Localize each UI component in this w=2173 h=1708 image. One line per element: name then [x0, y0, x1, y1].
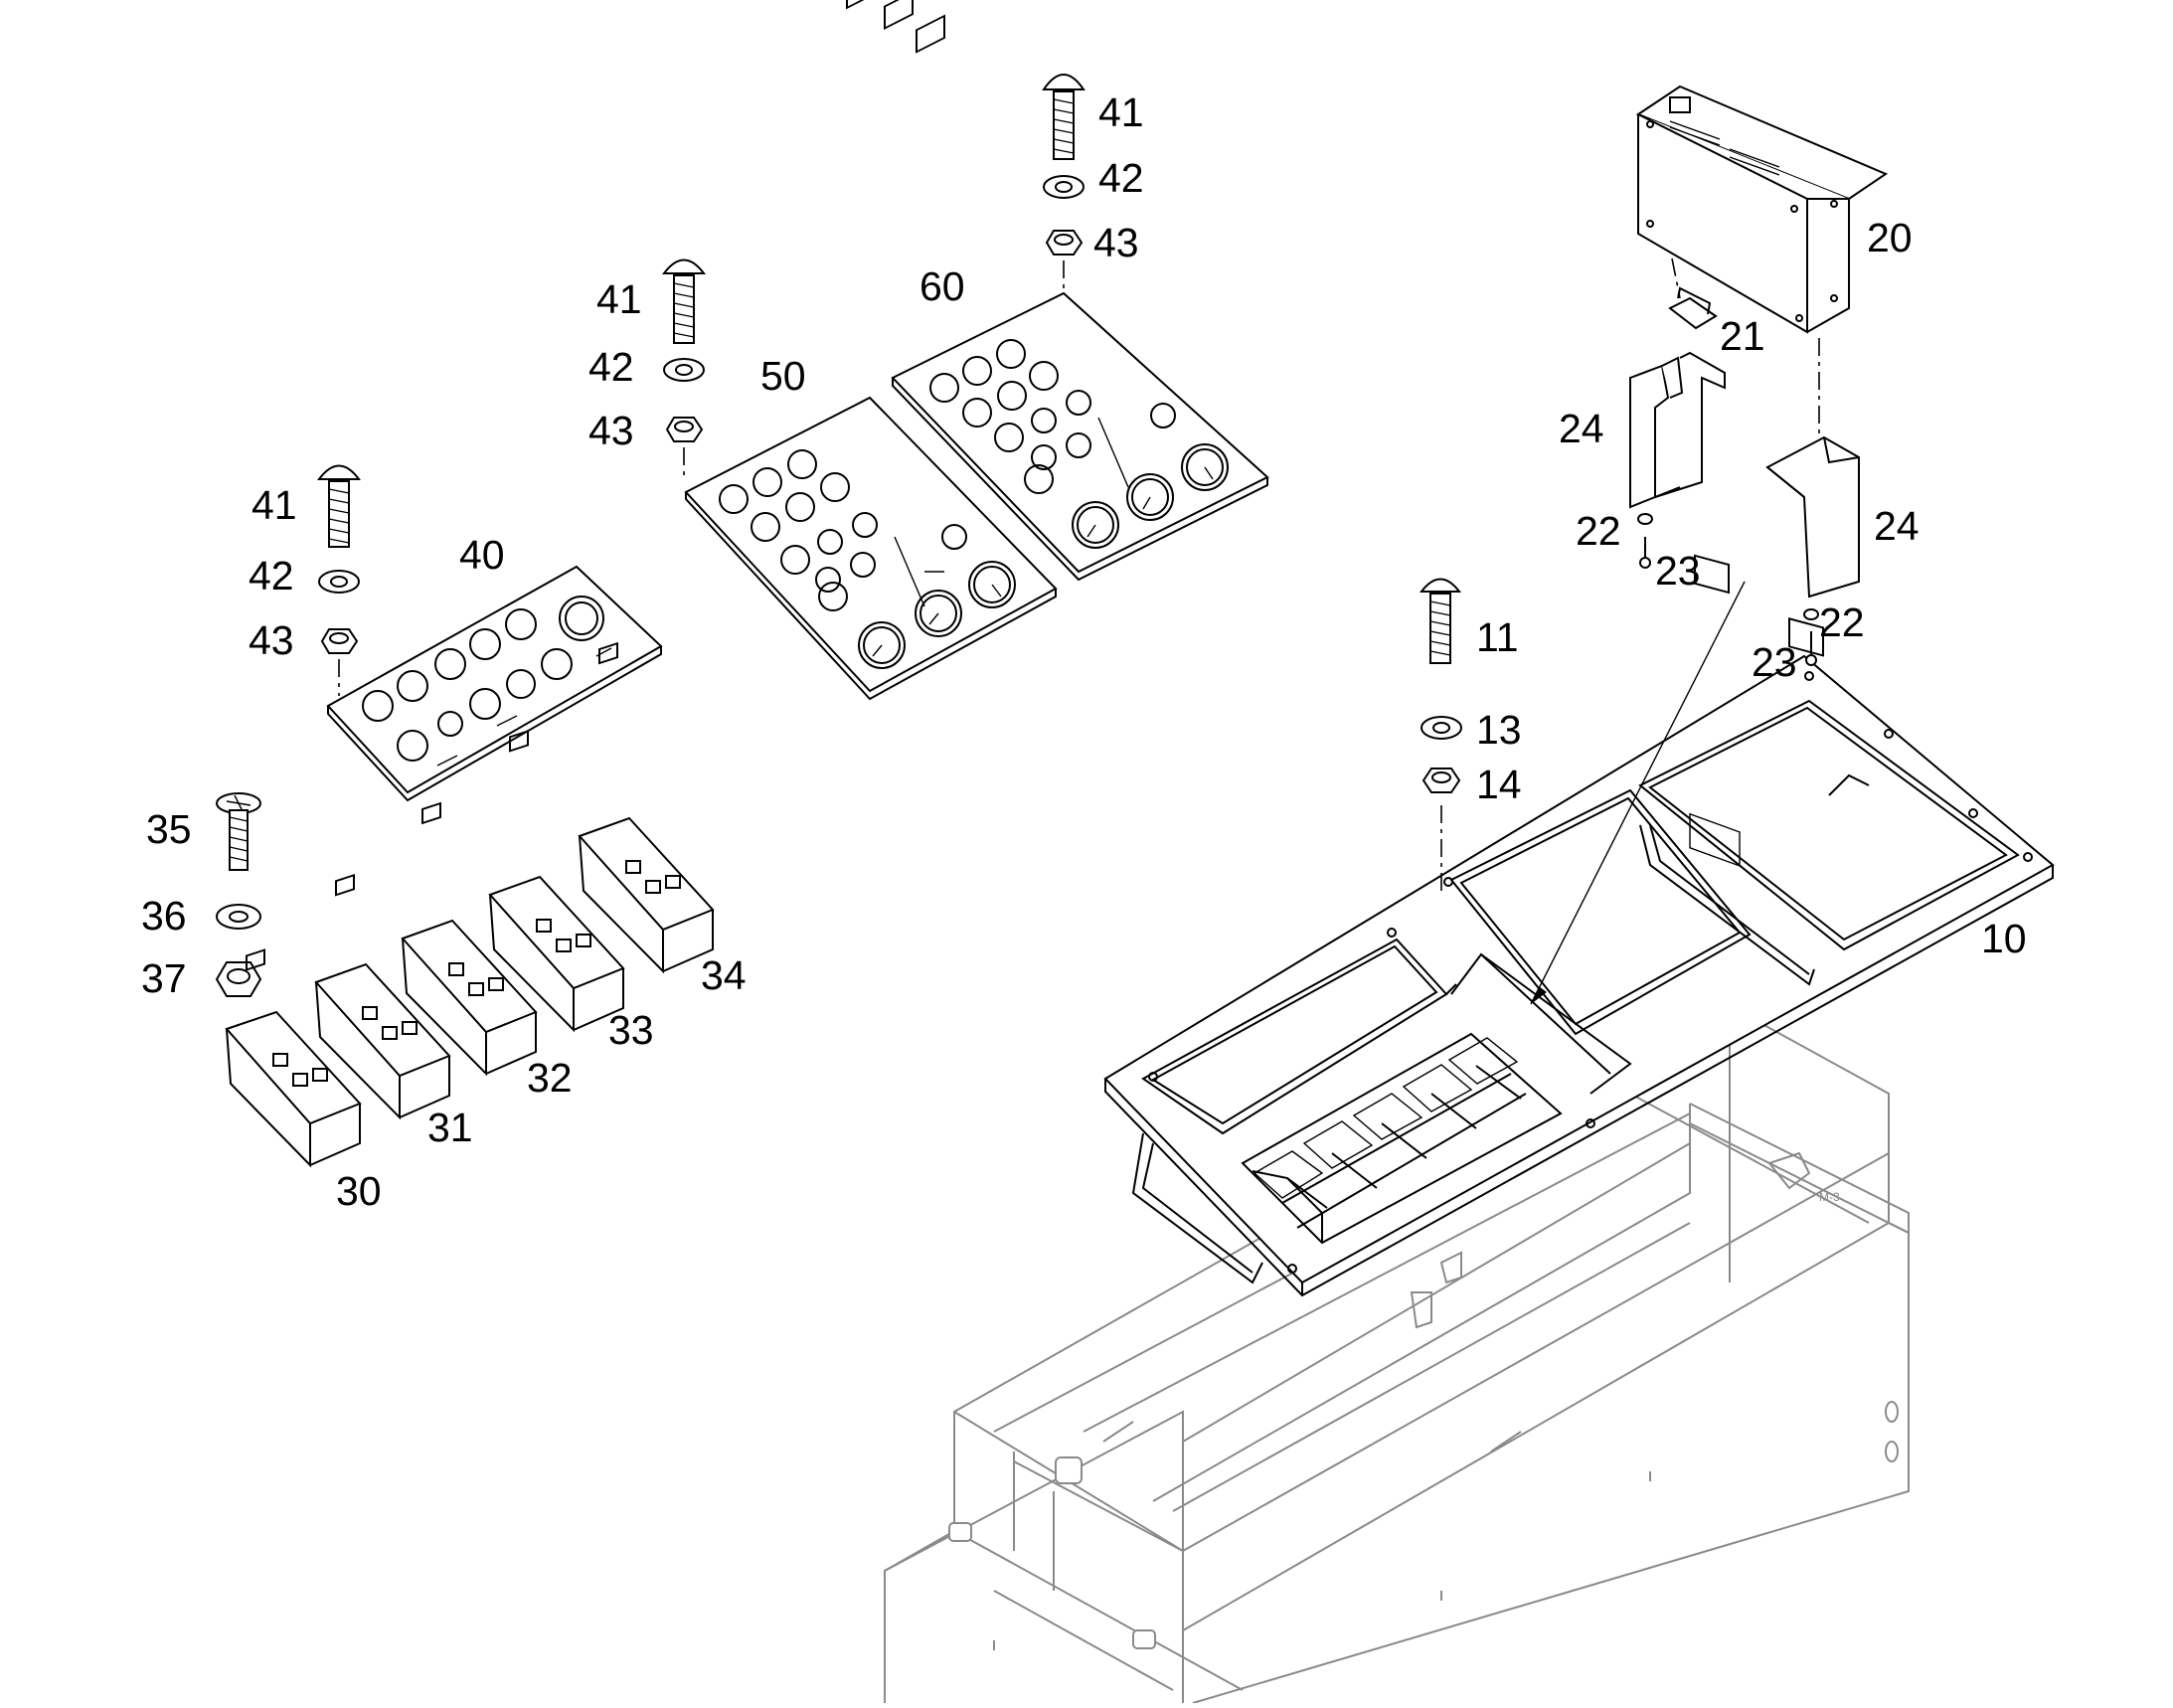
panel-60: [891, 291, 1269, 582]
callout-43-top: 43: [1093, 220, 1139, 265]
callout-42-left: 42: [249, 553, 294, 598]
callout-36: 36: [141, 893, 187, 939]
bolt-41-assembly-left: [317, 464, 361, 696]
callout-32: 32: [527, 1055, 573, 1101]
callout-labels: 41 42 43 60 41 42 43 50 41 42 43 40 35 3…: [141, 89, 2027, 1214]
bolt-41-assembly-mid: [662, 258, 706, 477]
panel-40: [326, 565, 663, 802]
screw-35-assembly: [215, 792, 262, 997]
cabinet-base: M-3: [884, 982, 1910, 1704]
callout-40: 40: [459, 532, 505, 578]
bracket-24-left: [1629, 351, 1726, 569]
callout-14: 14: [1476, 762, 1522, 807]
switch-module-34: [578, 641, 715, 974]
callout-33: 33: [608, 1007, 654, 1053]
callout-42-top: 42: [1098, 155, 1144, 201]
callout-37: 37: [141, 955, 187, 1001]
callout-41-mid: 41: [596, 276, 642, 322]
callout-35: 35: [146, 806, 192, 852]
switch-module-30: [225, 948, 362, 1168]
callout-20: 20: [1867, 215, 1913, 260]
panel-frame: [1103, 581, 2055, 1297]
callout-43-left: 43: [249, 617, 294, 663]
callout-11: 11: [1476, 614, 1519, 660]
panel-50: [684, 0, 1058, 701]
callout-24-left: 24: [1559, 406, 1604, 451]
callout-41-left: 41: [251, 482, 297, 528]
svg-text:M-3: M-3: [1819, 1190, 1840, 1204]
callout-50: 50: [760, 353, 806, 399]
callout-42-mid: 42: [588, 344, 634, 390]
electrical-box: [1635, 85, 1889, 867]
callout-23-left: 23: [1655, 548, 1701, 594]
callout-41-top: 41: [1098, 89, 1144, 135]
callout-21: 21: [1720, 313, 1765, 359]
callout-31: 31: [427, 1105, 473, 1150]
switch-module-33: [488, 730, 625, 1033]
callout-13: 13: [1476, 707, 1522, 753]
callout-22-right: 22: [1819, 599, 1865, 645]
callout-43-mid: 43: [588, 408, 634, 453]
callout-10: 10: [1981, 916, 2027, 961]
callout-22-left: 22: [1576, 508, 1621, 554]
callout-60: 60: [919, 263, 965, 309]
switch-module-32: [401, 801, 538, 1077]
bolt-41-assembly-top: [1042, 74, 1086, 298]
callout-34: 34: [701, 952, 747, 998]
callout-24-right: 24: [1874, 503, 1920, 549]
callout-23-right: 23: [1752, 639, 1797, 685]
bolt-11-assembly: [1419, 578, 1462, 895]
bracket-24-right: [1765, 435, 1860, 666]
switch-module-31: [314, 874, 451, 1120]
callout-30: 30: [336, 1168, 382, 1214]
